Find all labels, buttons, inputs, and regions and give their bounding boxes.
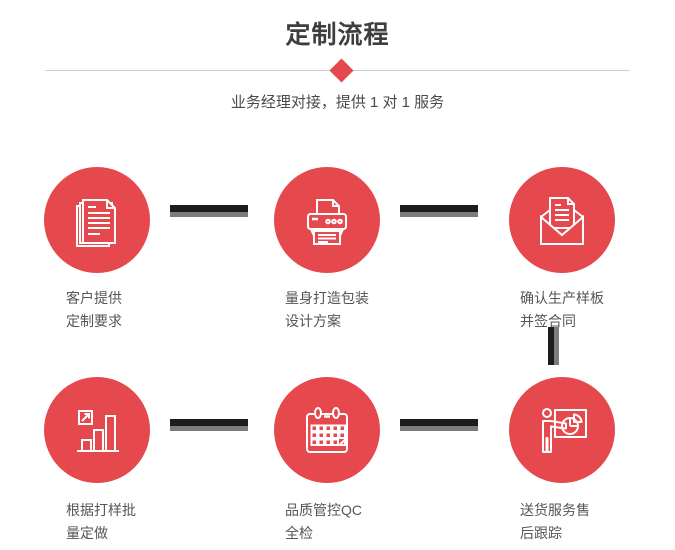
step-label-quality-control: 品质管控QC 全检 — [285, 499, 362, 545]
connector-shadow — [400, 426, 478, 431]
connector-step4-step5 — [170, 419, 248, 431]
step-circle-delivery-tracking — [509, 377, 615, 483]
label-line: 并签合同 — [520, 313, 576, 329]
label-line: 设计方案 — [285, 313, 341, 329]
documents-icon — [76, 199, 116, 247]
step-circle-customer-requirements — [44, 167, 150, 273]
label-line: 量定做 — [66, 525, 108, 541]
envelope-icon — [540, 197, 584, 245]
label-line: 品质管控QC — [285, 502, 362, 518]
connector-step3-step6 — [548, 327, 559, 365]
connector-shadow — [400, 212, 478, 217]
label-line: 客户提供 — [66, 290, 122, 306]
connector-bar — [400, 419, 478, 426]
label-line: 定制要求 — [66, 313, 122, 329]
step-circle-sample-confirmation — [509, 167, 615, 273]
connector-shadow — [170, 212, 248, 217]
connector-bar — [400, 205, 478, 212]
connector-bar — [548, 327, 554, 365]
step-circle-batch-production — [44, 377, 150, 483]
page-title: 定制流程 — [285, 21, 390, 49]
connector-step5-step6 — [400, 419, 478, 431]
label-line: 全检 — [285, 525, 313, 541]
step-label-batch-production: 根据打样批 量定做 — [66, 499, 136, 545]
connector-bar — [170, 205, 248, 212]
step-label-customer-requirements: 客户提供 定制要求 — [66, 287, 122, 333]
connector-step1-step2 — [170, 205, 248, 217]
step-circle-quality-control — [274, 377, 380, 483]
connector-shadow — [170, 426, 248, 431]
step-label-packaging-design: 量身打造包装 设计方案 — [285, 287, 369, 333]
bar-chart-icon — [77, 410, 119, 452]
label-line: 送货服务售 — [520, 502, 590, 518]
printer-icon — [307, 199, 347, 245]
step-circle-packaging-design — [274, 167, 380, 273]
subtitle: 业务经理对接，提供 1 对 1 服务 — [230, 94, 445, 111]
calendar-icon — [306, 407, 348, 453]
label-line: 量身打造包装 — [285, 290, 369, 306]
presentation-icon — [542, 408, 587, 453]
connector-step2-step3 — [400, 205, 478, 217]
connector-shadow — [554, 327, 559, 365]
step-label-sample-confirmation: 确认生产样板 并签合同 — [520, 287, 604, 333]
label-line: 确认生产样板 — [520, 290, 604, 306]
label-line: 后跟踪 — [520, 525, 562, 541]
connector-bar — [170, 419, 248, 426]
step-label-delivery-tracking: 送货服务售 后跟踪 — [520, 499, 590, 545]
label-line: 根据打样批 — [66, 502, 136, 518]
diamond-marker — [329, 58, 354, 83]
